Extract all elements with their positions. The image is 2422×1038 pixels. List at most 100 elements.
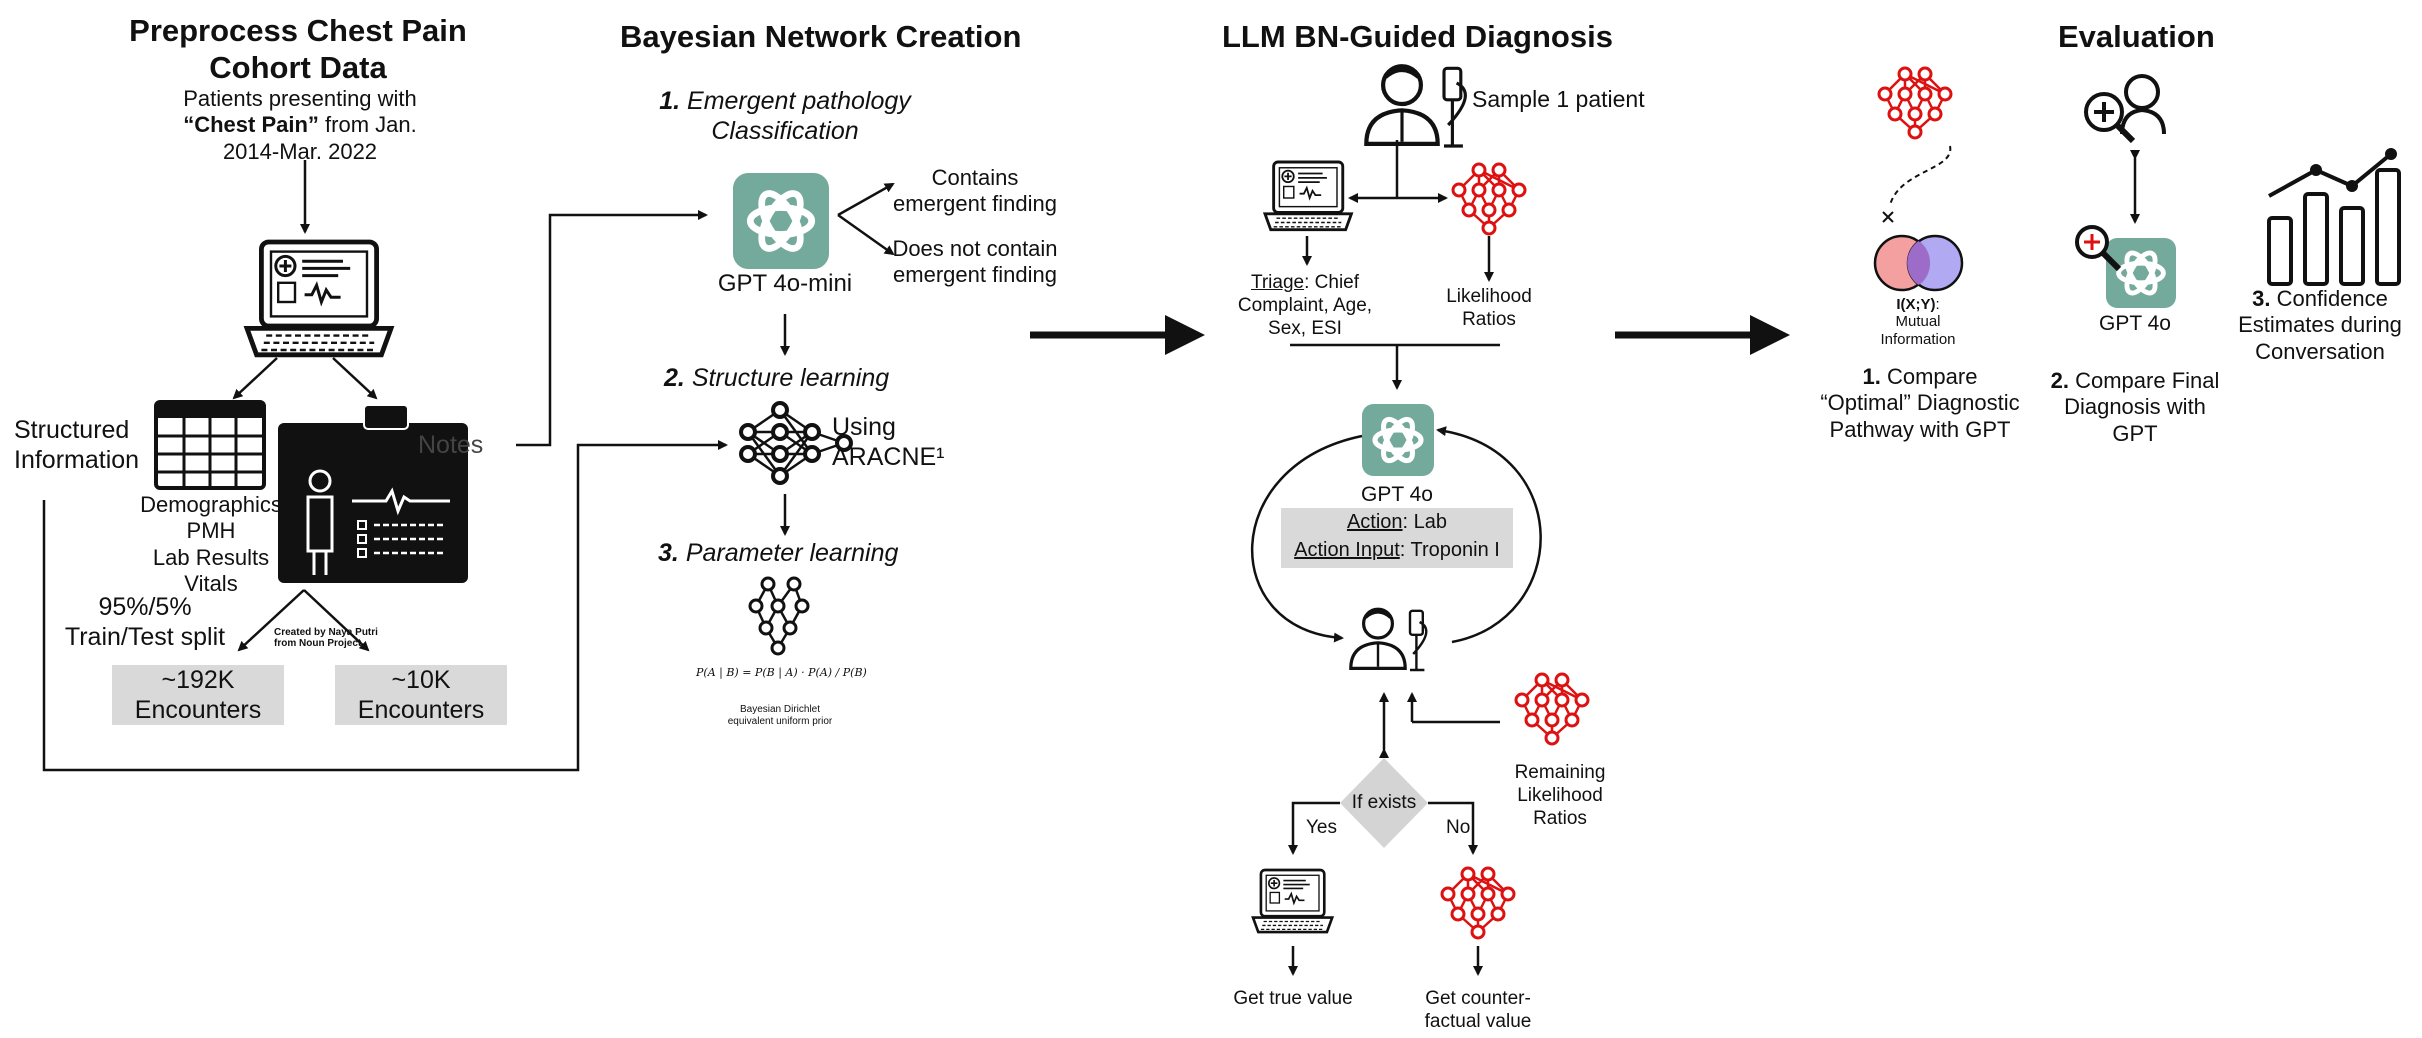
step1-text2: Classification — [711, 117, 859, 145]
structured-to-bn-connector — [42, 440, 728, 772]
eval1-text2: “Optimal” Diagnostic — [1820, 390, 2020, 416]
train-encounters-box: ~192K Encounters — [112, 665, 284, 725]
structured-information-label: Structured Information — [14, 415, 139, 475]
structured-line2: Information — [14, 446, 140, 474]
cohort-line1: Patients presenting with — [183, 86, 417, 111]
counter-line2: factual value — [1424, 1010, 1532, 1032]
cross-mark — [1882, 211, 1894, 223]
yes-arrow — [1288, 801, 1340, 855]
eval1-label: 1. Compare “Optimal” Diagnostic Pathway … — [1810, 364, 2030, 443]
triage-line3: Sex, ESI — [1268, 317, 1342, 339]
gpt-4o-eval-label: GPT 4o — [2099, 312, 2171, 335]
laptop-to-notes-arrow — [332, 357, 378, 400]
remaining-line3: Ratios — [1533, 807, 1587, 829]
triage-laptop-icon — [1263, 160, 1353, 232]
step2-label: 2. Structure learning — [664, 363, 889, 393]
loop-left-arc — [1250, 434, 1363, 643]
dirichlet-prior-label: Bayesian Dirichlet equivalent uniform pr… — [700, 704, 860, 727]
notes-label: Notes — [418, 431, 484, 459]
step1-line1: 1. Emergent pathology — [630, 86, 940, 116]
data-item-vitals: Vitals — [184, 571, 238, 597]
test-encounters-box: ~10K Encounters — [335, 665, 507, 725]
preprocess-title-line2: Cohort Data — [209, 50, 387, 86]
section-preprocess — [42, 160, 728, 772]
clinical-notes-clipboard-icon — [278, 404, 468, 583]
action-value: : Lab — [1402, 511, 1448, 533]
patient-icon-loop — [1351, 609, 1426, 670]
split-line2: Train/Test split — [64, 623, 226, 651]
true-value-label: Get true value — [1233, 988, 1353, 1009]
not-contains-arrow — [837, 213, 895, 256]
step2-number: 2. — [664, 364, 685, 392]
parameter-network-icon — [748, 576, 810, 656]
sample-patient-label: Sample 1 patient — [1472, 86, 1645, 112]
mi-colon: : — [1935, 296, 1940, 313]
prior-line1: Bayesian Dirichlet — [739, 704, 821, 715]
table-icon — [154, 400, 266, 490]
remaining-lr-network-icon — [1514, 672, 1590, 746]
triage-line1-rest: : Chief — [1304, 272, 1360, 293]
eval1-number: 1. — [1862, 364, 1881, 389]
mutual-information-label: I(X;Y): Mutual Information — [1858, 296, 1978, 348]
action-input-key: Action Input — [1294, 539, 1400, 561]
train-count-unit: Encounters — [134, 696, 262, 724]
action-key: Action — [1346, 511, 1403, 533]
eval1-text3: Pathway with GPT — [1829, 416, 2011, 442]
gpt-4o-eval-logo — [2106, 238, 2176, 308]
action-line: Action: Lab — [1281, 508, 1513, 536]
cohort-line2: “Chest Pain” from Jan. — [150, 112, 450, 138]
likelihood-ratios-label: Likelihood Ratios — [1429, 286, 1549, 332]
mi-line3: Information — [1880, 330, 1956, 348]
cohort-line3: 2014-Mar. 2022 — [222, 138, 378, 164]
icon-credit-line1: Created by Naya Putri — [274, 627, 378, 638]
search-doctor-icon — [2084, 74, 2166, 144]
section-llm-diagnosis — [1250, 66, 1590, 976]
remaining-line1: Remaining — [1514, 762, 1606, 783]
train-test-split-label: 95%/5% Train/Test split — [40, 592, 250, 652]
step1-label: 1. Emergent pathology Classification — [630, 86, 940, 146]
bn-creation-title: Bayesian Network Creation — [620, 19, 1022, 54]
bayes-formula: P(A | B) = P(B | A) · P(A) / P(B) — [696, 666, 867, 679]
contains-arrow — [837, 182, 895, 217]
eval2-number: 2. — [2050, 368, 2069, 393]
contains-emergent-label: Contains emergent finding — [880, 165, 1070, 218]
triage-prefix: Triage — [1250, 272, 1305, 293]
eval3-text3: Conversation — [2255, 338, 2385, 364]
loop-right-arc — [1436, 426, 1542, 644]
triage-line2: Complaint, Age, — [1237, 294, 1373, 316]
chest-pain-quote: “Chest Pain” — [183, 112, 319, 138]
eval3-number: 3. — [2252, 286, 2271, 311]
magnifier-icon — [2075, 225, 2122, 272]
eval3-line1: 3. Confidence — [2228, 286, 2412, 312]
lr-line1: Likelihood — [1446, 286, 1532, 307]
true-value-laptop-icon — [1251, 868, 1334, 934]
data-item-pmh: PMH — [186, 518, 236, 544]
venn-overlap — [1907, 241, 1930, 285]
decision-diamond — [1340, 758, 1428, 848]
lr-line2: Ratios — [1462, 308, 1516, 330]
ehr-laptop-icon — [247, 242, 391, 355]
step1-text1: Emergent pathology — [687, 87, 911, 115]
eval2-text2: Diagnosis with — [2064, 394, 2206, 420]
llm-diagnosis-title: LLM BN-Guided Diagnosis — [1222, 19, 1613, 54]
eval1-text1: Compare — [1880, 364, 1978, 389]
action-input-line: Action Input: Troponin I — [1281, 536, 1513, 564]
not-contains-emergent-label: Does not contain emergent finding — [880, 236, 1070, 289]
step3-text: Parameter learning — [685, 539, 899, 567]
cohort-description: Patients presenting with “Chest Pain” fr… — [150, 86, 450, 165]
notes-to-gpt-connector — [516, 210, 708, 447]
eval3-label: 3. Confidence Estimates during Conversat… — [2228, 286, 2412, 365]
no-arrow — [1428, 801, 1478, 855]
contains-line1: Contains — [931, 165, 1019, 190]
triage-line1: Triage: Chief — [1230, 272, 1380, 295]
eval2-line1: 2. Compare Final — [2040, 368, 2230, 394]
test-count: ~10K — [391, 666, 451, 694]
preprocess-title-line1: Preprocess Chest Pain — [129, 13, 467, 48]
notcontains-line1: Does not contain — [892, 236, 1058, 261]
mi-line1: I(X;Y): — [1858, 296, 1978, 313]
icon-credit-line2: from Noun Project — [274, 637, 362, 649]
structured-line1: Structured — [14, 416, 130, 444]
yes-label: Yes — [1306, 817, 1337, 838]
action-box: Action: Lab Action Input: Troponin I — [1281, 508, 1513, 568]
